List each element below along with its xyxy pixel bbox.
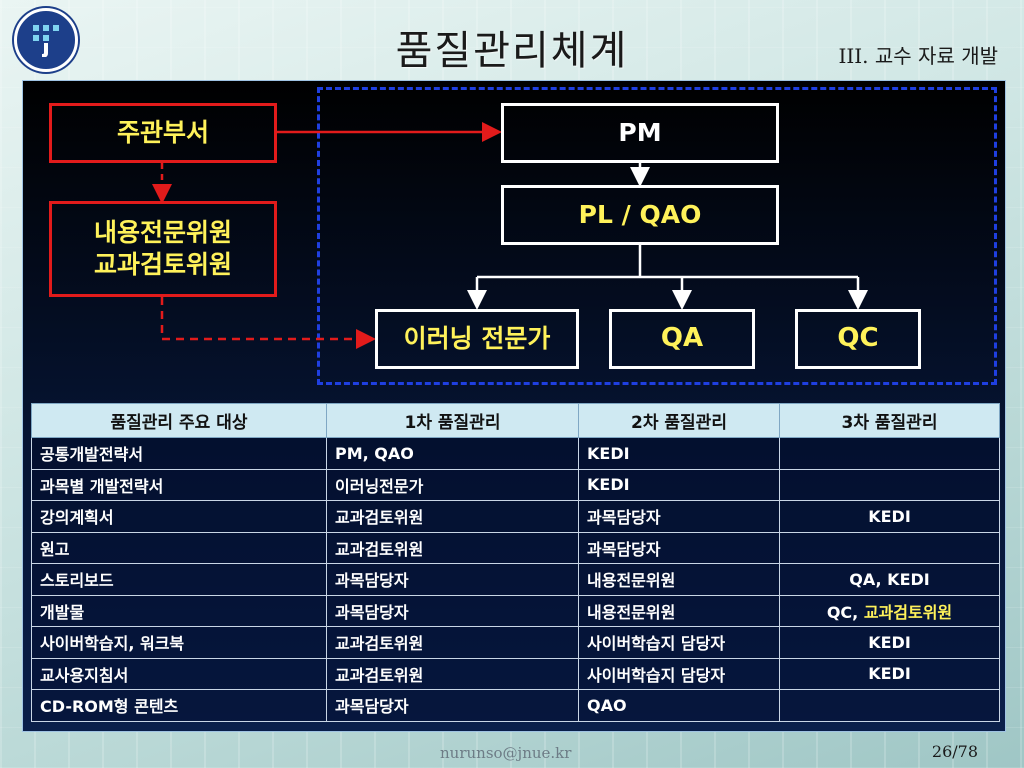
table-row: 사이버학습지, 워크북 교과검토위원 사이버학습지 담당자 KEDI: [31, 626, 1000, 659]
cell-second: 과목담당자: [578, 500, 780, 533]
org-connectors: [152, 122, 868, 349]
cell-third: QA, KEDI: [779, 563, 1000, 596]
cell-first: 교과검토위원: [326, 531, 579, 564]
project-team-region: [317, 87, 997, 385]
cell-target: 공통개발전략서: [31, 437, 327, 470]
logo-emblem-icon: [33, 25, 59, 57]
dept-box-label: 주관부서: [116, 117, 209, 147]
content-expert-label: 내용전문위원: [93, 217, 232, 247]
cell-first: 이러닝전문가: [326, 468, 579, 501]
cell-third: KEDI: [779, 626, 1000, 659]
cell-target: 교사용지침서: [31, 657, 327, 690]
header-third: 3차 품질관리: [779, 403, 1000, 438]
table-row: 공통개발전략서 PM, QAO KEDI: [31, 437, 1000, 470]
cell-third-prefix: QC,: [826, 602, 864, 622]
table-row: 개발물 과목담당자 내용전문위원 QC, 교과검토위원: [31, 594, 1000, 627]
qc-box: QC: [795, 309, 921, 369]
cell-first: 과목담당자: [326, 563, 579, 596]
cell-second: KEDI: [578, 437, 780, 470]
cell-first: 교과검토위원: [326, 626, 579, 659]
plqao-box: PL / QAO: [501, 185, 779, 245]
slide-title: 품질관리체계: [395, 28, 629, 74]
footer-email-link[interactable]: nurunso@jnue.kr: [440, 744, 572, 762]
expert-to-elearning-arrow: [160, 297, 376, 349]
elearning-expert-label: 이러닝 전문가: [403, 323, 551, 353]
cell-third: [779, 531, 1000, 564]
table-row: CD-ROM형 콘텐츠 과목담당자 QAO: [31, 689, 1000, 722]
pm-box-label: PM: [618, 117, 662, 147]
cell-second: 사이버학습지 담당자: [578, 657, 780, 690]
cell-third: [779, 689, 1000, 722]
cell-second: 과목담당자: [578, 531, 780, 564]
cell-third: [779, 437, 1000, 470]
cell-first: 과목담당자: [326, 594, 579, 627]
cell-second: 사이버학습지 담당자: [578, 626, 780, 659]
cell-target: 과목별 개발전략서: [31, 468, 327, 501]
cell-third: QC, 교과검토위원: [779, 594, 1000, 627]
university-logo: [14, 8, 78, 72]
cell-target: 강의계획서: [31, 500, 327, 533]
content-panel: 주관부서 내용전문위원 교과검토위원 PM PL / QAO 이러닝 전문가 Q…: [22, 80, 1006, 732]
cell-second: 내용전문위원: [578, 563, 780, 596]
cell-second: 내용전문위원: [578, 594, 780, 627]
section-label: III. 교수 자료 개발: [838, 44, 998, 68]
header-target: 품질관리 주요 대상: [31, 403, 327, 438]
plqao-box-label: PL / QAO: [578, 199, 702, 229]
table-row: 원고 교과검토위원 과목담당자: [31, 531, 1000, 564]
qc-box-label: QC: [837, 323, 879, 354]
qa-box-label: QA: [660, 323, 704, 354]
header-second: 2차 품질관리: [578, 403, 780, 438]
curriculum-reviewer-label: 교과검토위원: [93, 250, 232, 279]
cell-second: KEDI: [578, 468, 780, 501]
table-row: 강의계획서 교과검토위원 과목담당자 KEDI: [31, 500, 1000, 533]
cell-first: PM, QAO: [326, 437, 579, 470]
cell-first: 교과검토위원: [326, 657, 579, 690]
cell-first: 교과검토위원: [326, 500, 579, 533]
dept-box: 주관부서: [49, 103, 277, 163]
cell-target: 개발물: [31, 594, 327, 627]
cell-target: 원고: [31, 531, 327, 564]
cell-third: [779, 468, 1000, 501]
cell-target: 사이버학습지, 워크북: [31, 626, 327, 659]
header-first: 1차 품질관리: [326, 403, 579, 438]
cell-third: KEDI: [779, 657, 1000, 690]
elearning-expert-box: 이러닝 전문가: [375, 309, 579, 369]
quality-management-table: 품질관리 주요 대상 1차 품질관리 2차 품질관리 3차 품질관리 공통개발전…: [31, 403, 1000, 722]
page-number: 26/78: [931, 742, 978, 761]
cell-third: KEDI: [779, 500, 1000, 533]
cell-target: 스토리보드: [31, 563, 327, 596]
table-header-row: 품질관리 주요 대상 1차 품질관리 2차 품질관리 3차 품질관리: [31, 403, 1000, 438]
cell-first: 과목담당자: [326, 689, 579, 722]
qa-box: QA: [609, 309, 755, 369]
table-row: 교사용지침서 교과검토위원 사이버학습지 담당자 KEDI: [31, 657, 1000, 690]
table-row: 스토리보드 과목담당자 내용전문위원 QA, KEDI: [31, 563, 1000, 596]
cell-second: QAO: [578, 689, 780, 722]
expert-committee-box: 내용전문위원 교과검토위원: [49, 201, 277, 297]
cell-target: CD-ROM형 콘텐츠: [31, 689, 327, 722]
cell-third-highlight: 교과검토위원: [863, 602, 953, 622]
pm-box: PM: [501, 103, 779, 163]
table-row: 과목별 개발전략서 이러닝전문가 KEDI: [31, 468, 1000, 501]
